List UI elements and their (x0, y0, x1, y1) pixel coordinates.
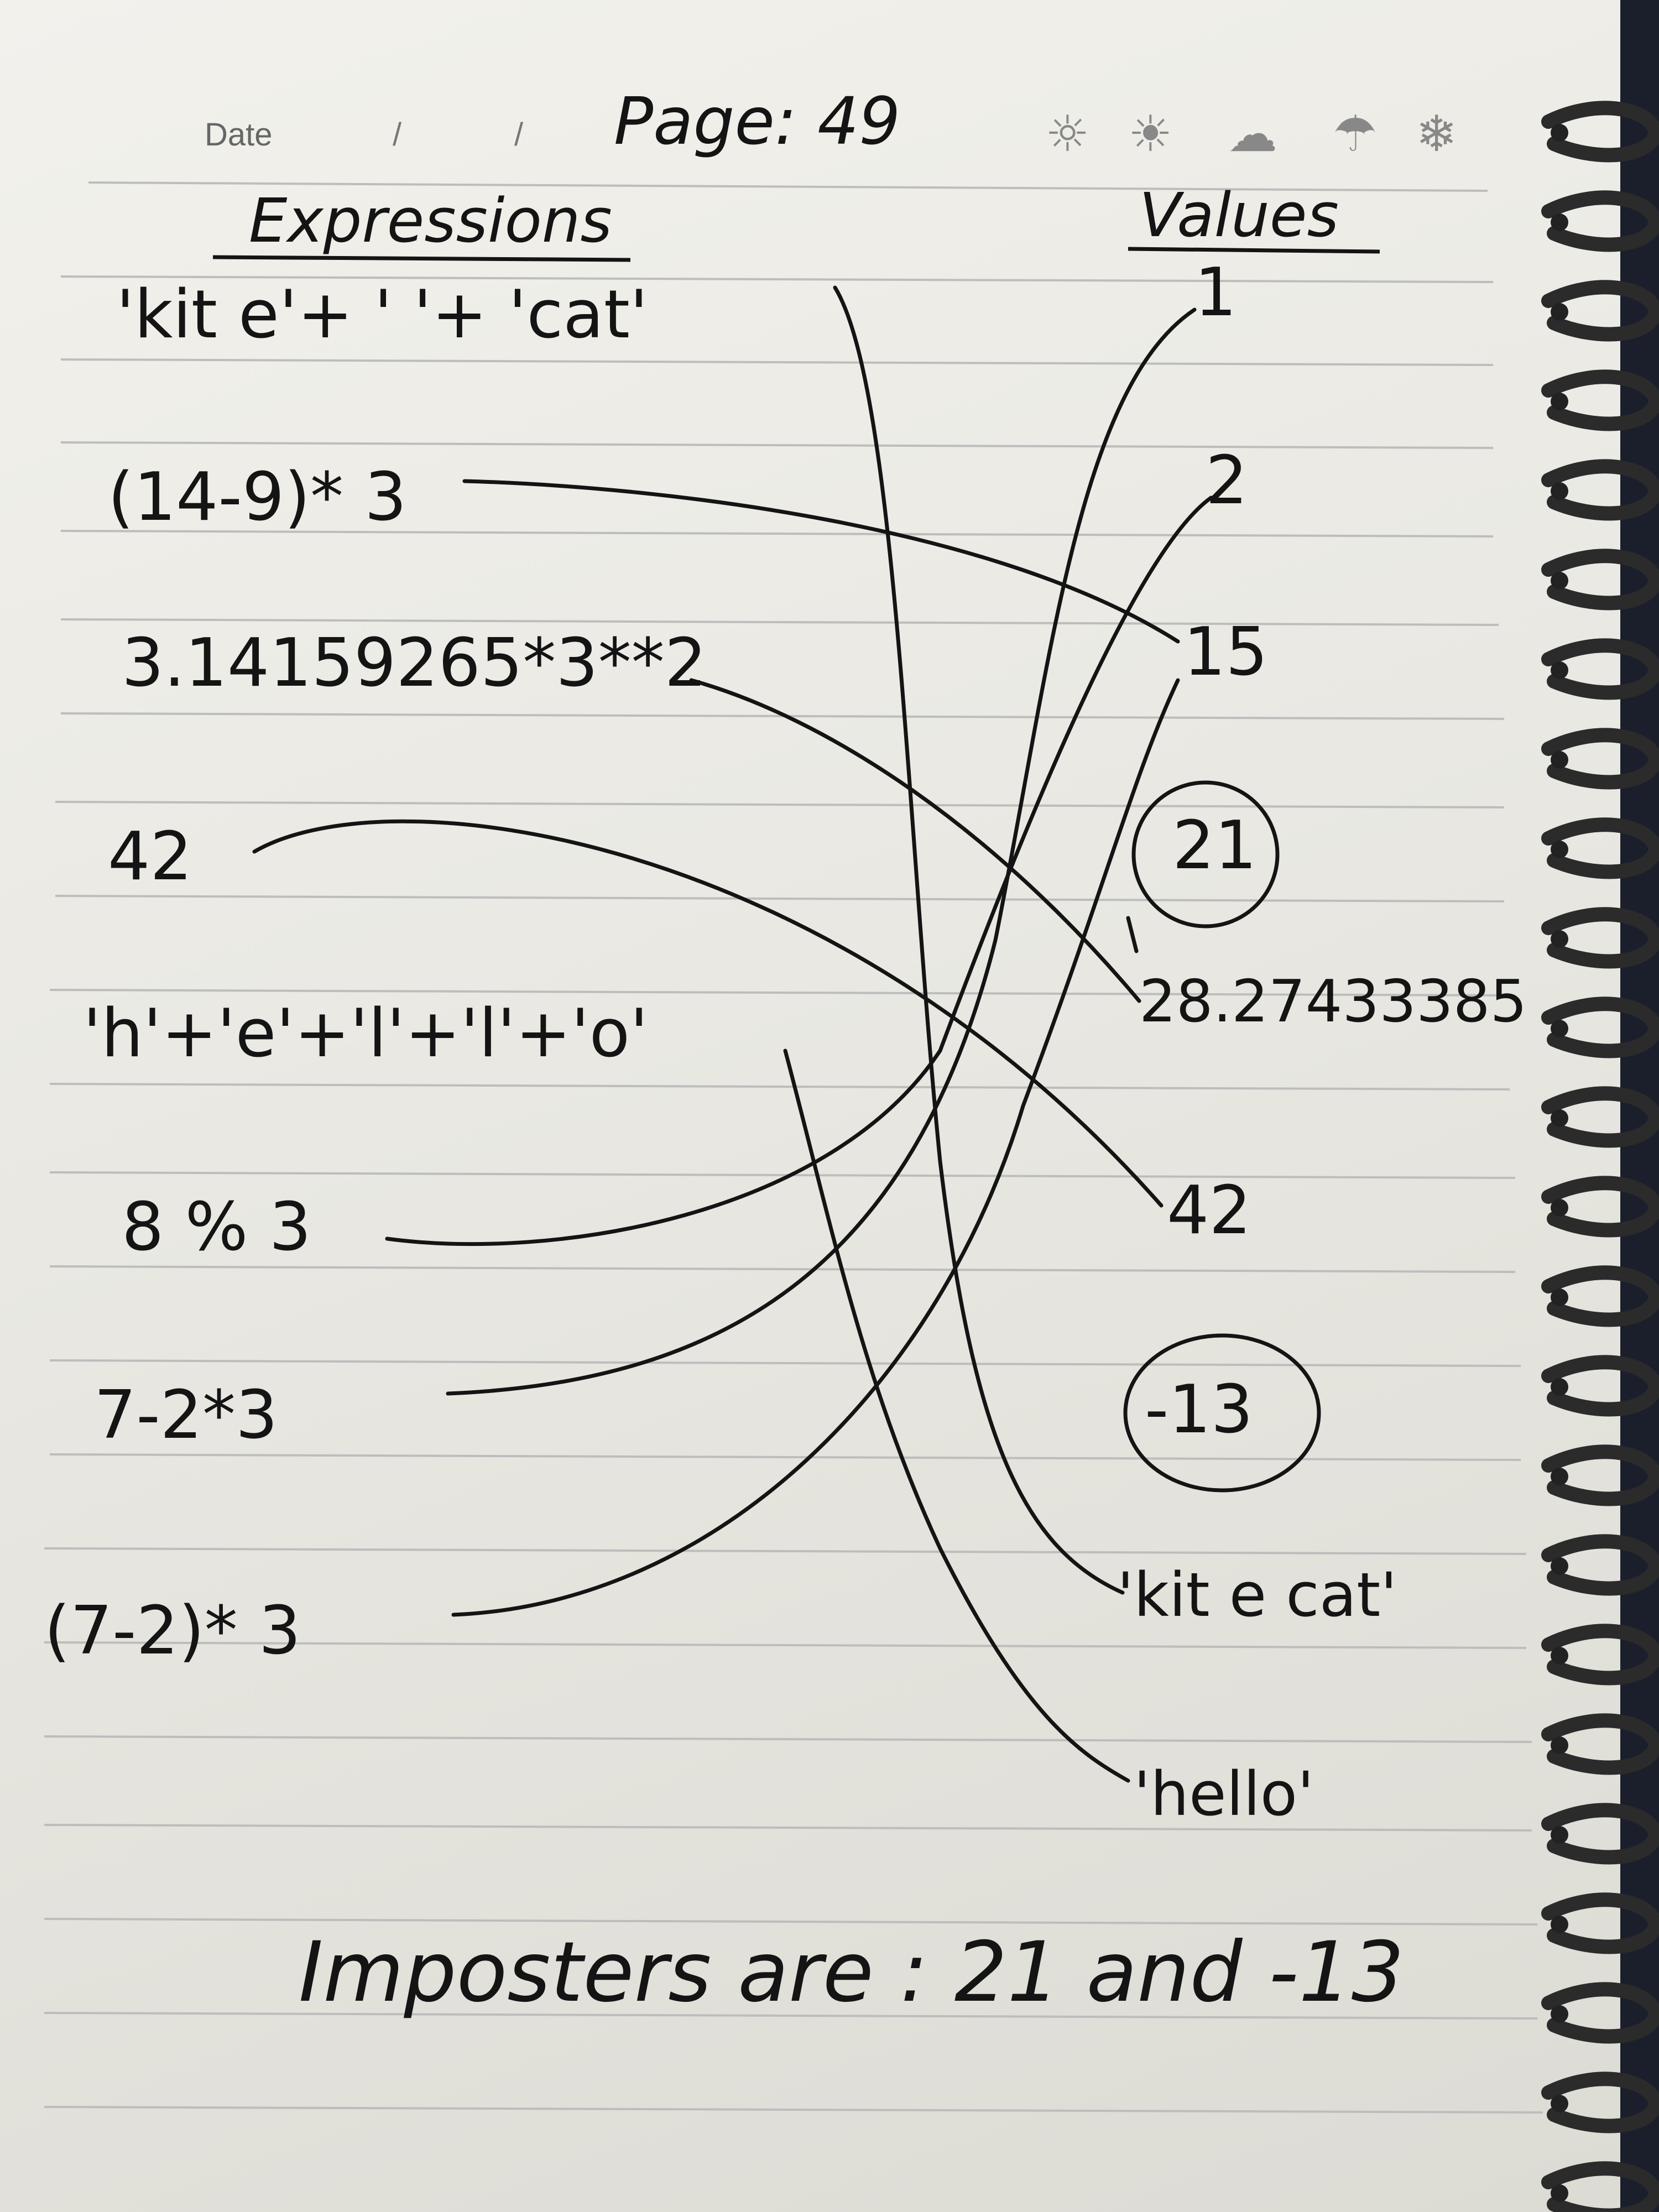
spiral-coil (1541, 728, 1659, 790)
spiral-coil (1541, 2161, 1659, 2212)
expression-item: 'kit e'+ ' '+ 'cat' (116, 276, 648, 353)
circle-minus13 (1123, 1333, 1321, 1493)
spiral-coil (1541, 280, 1659, 342)
binding-hole (1551, 213, 1568, 231)
binding-hole (1551, 1288, 1568, 1306)
spiral-coil (1541, 1534, 1659, 1596)
heading-underlines (212, 247, 1380, 262)
spiral-coil (1541, 638, 1659, 700)
imposters-conclusion: Imposters are : 21 and -13 (299, 1924, 1405, 2021)
value-item: 'hello' (1134, 1759, 1314, 1829)
page-header: Date / / Page: 49 ☼ ☀ ☁ ☂ ❄ (205, 83, 1477, 194)
expression-item: (7-2)* 3 (44, 1593, 301, 1670)
umbrella-icon: ☂ (1333, 105, 1378, 163)
binding-hole (1551, 572, 1568, 589)
expression-item: 8 % 3 (122, 1189, 312, 1266)
binding-hole (1551, 751, 1568, 769)
date-label: Date (205, 117, 273, 153)
binding-hole (1551, 1109, 1568, 1127)
binding-hole (1551, 1378, 1568, 1396)
spiral-coil (1541, 1982, 1659, 2044)
spiral-coil (1541, 1355, 1659, 1417)
spiral-coil (1541, 190, 1659, 252)
page-number: Page: 49 (614, 83, 901, 159)
spiral-coil (1541, 1624, 1659, 1686)
spiral-coil (1541, 1176, 1659, 1238)
snowflake-icon: ❄ (1416, 105, 1458, 163)
matching-lines (252, 285, 1213, 1783)
sun-icon: ☼ (1045, 105, 1090, 163)
value-item circled-value: 21 (1172, 807, 1257, 884)
circle-21 (1131, 780, 1280, 928)
spiral-coil (1541, 2072, 1659, 2133)
spiral-coil (1541, 997, 1659, 1058)
expression-item: 7-2*3 (94, 1377, 278, 1454)
expression-item: (14-9)* 3 (108, 459, 407, 536)
value-item circled-value: -13 (1145, 1371, 1253, 1448)
notebook-page (0, 0, 1620, 2212)
spiral-coil (1541, 101, 1659, 163)
binding-hole (1551, 1647, 1568, 1665)
value-item: 42 (1167, 1172, 1251, 1249)
value-item: 28.27433385 (1139, 968, 1527, 1035)
binding-hole (1551, 1557, 1568, 1575)
binding-hole (1551, 1826, 1568, 1844)
binding-hole (1551, 1199, 1568, 1217)
binding-hole (1551, 661, 1568, 679)
binding-hole (1551, 841, 1568, 858)
binding-hole (1551, 2005, 1568, 2023)
match-line-hello (783, 1048, 1130, 1783)
binding-hole (1551, 1468, 1568, 1485)
binding-hole (1551, 2095, 1568, 2112)
binding-hole (1551, 930, 1568, 948)
spiral-coil (1541, 1086, 1659, 1148)
expression-item: 42 (108, 818, 192, 895)
binding-hole (1551, 1916, 1568, 1933)
spiral-coil (1541, 549, 1659, 611)
binding-hole (1551, 124, 1568, 142)
binding-hole (1551, 1020, 1568, 1037)
binding-hole (1551, 393, 1568, 410)
binding-hole (1551, 482, 1568, 500)
date-separator: / (514, 117, 524, 153)
expression-item: 'h'+'e'+'l'+'l'+'o' (83, 995, 649, 1072)
match-line-28 (689, 678, 1141, 1003)
expressions-heading: Expressions (249, 185, 612, 256)
spiral-coil (1541, 1803, 1659, 1865)
values-heading: Values (1139, 180, 1339, 251)
value-item: 2 (1206, 442, 1248, 519)
spiral-coil (1541, 907, 1659, 969)
value-item: 1 (1194, 254, 1237, 331)
spiral-coil (1541, 1892, 1659, 1954)
imposter-circles (1123, 780, 1321, 1493)
expression-item: 3.14159265*3**2 (122, 625, 707, 702)
match-line-1 (446, 307, 1197, 1396)
partly-sunny-icon: ☀ (1128, 105, 1173, 163)
spiral-coil (1541, 1713, 1659, 1775)
binding-hole (1551, 303, 1568, 321)
match-line-15 (462, 479, 1180, 644)
cloud-icon: ☁ (1228, 105, 1277, 163)
match-line-2 (385, 495, 1213, 1246)
date-separator: / (393, 117, 402, 153)
spiral-coil (1541, 459, 1659, 521)
spiral-coil (1541, 817, 1659, 879)
ruled-lines (44, 181, 1543, 2114)
value-item: 15 (1183, 614, 1268, 691)
binding-hole (1551, 1736, 1568, 1754)
stray-tick (1126, 916, 1139, 953)
spiral-coil (1541, 1444, 1659, 1506)
match-line-42 (252, 819, 1164, 1208)
binding-hole (1551, 2184, 1568, 2202)
value-item: 'kit e cat' (1117, 1559, 1397, 1630)
spiral-coil (1541, 369, 1659, 431)
spiral-coil (1541, 1265, 1659, 1327)
match-line-minus13 (451, 678, 1180, 1617)
